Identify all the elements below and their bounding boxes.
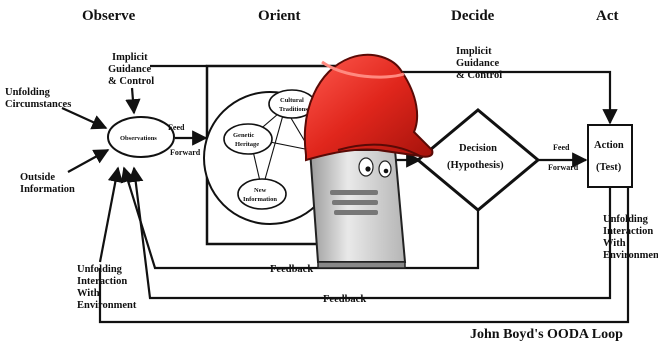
observations-label: Observations: [120, 135, 157, 142]
svg-text:With: With: [77, 288, 100, 299]
svg-text:Environment: Environment: [603, 250, 658, 261]
diagram-caption: John Boyd's OODA Loop: [470, 327, 623, 342]
server-helmet-clipart: [303, 53, 434, 269]
svg-text:Guidance: Guidance: [456, 58, 500, 69]
svg-text:New: New: [254, 187, 267, 194]
observations-node: [107, 116, 175, 158]
svg-text:& Control: & Control: [108, 76, 154, 87]
svg-text:Unfolding: Unfolding: [603, 214, 649, 225]
observe-unfolding-interaction-label: Unfolding Interaction With Environment: [77, 264, 137, 311]
genetic-heritage-node: [223, 123, 273, 155]
new-information-node: [237, 178, 287, 210]
phase-observe: Observe: [82, 8, 136, 24]
unfolding-circumstances-label: Unfolding Circumstances: [5, 87, 71, 110]
svg-text:Implicit: Implicit: [456, 46, 492, 57]
feed-label-1: Feed: [168, 123, 185, 132]
helmet-icon: [303, 53, 434, 162]
svg-text:Unfolding: Unfolding: [77, 264, 123, 275]
svg-text:Unfolding: Unfolding: [5, 87, 51, 98]
svg-text:Guidance: Guidance: [108, 64, 152, 75]
test-label: (Test): [596, 162, 622, 173]
decide-implicit-guidance-label: Implicit Guidance & Control: [456, 46, 502, 81]
svg-text:Information: Information: [243, 196, 277, 203]
orient-network: Cultural Traditions Genetic Heritage New…: [223, 89, 316, 210]
outside-information-label: Outside Information: [20, 172, 75, 195]
action-label: Action: [594, 140, 624, 151]
svg-text:Environment: Environment: [77, 300, 137, 311]
act-unfolding-interaction-label: Unfolding Interaction With Environment: [603, 214, 658, 261]
svg-text:Interaction: Interaction: [77, 276, 127, 287]
svg-text:Traditions: Traditions: [279, 106, 308, 113]
svg-text:Cultural: Cultural: [280, 97, 304, 104]
phase-act: Act: [596, 8, 619, 24]
eye-left-icon: [358, 157, 374, 177]
svg-text:Circumstances: Circumstances: [5, 99, 71, 110]
feed-label-2: Feed: [553, 143, 570, 152]
forward-label-2: Forward: [548, 163, 579, 172]
observe-implicit-guidance-label: Implicit Guidance & Control: [108, 52, 154, 87]
phase-orient: Orient: [258, 8, 301, 24]
svg-text:With: With: [603, 238, 626, 249]
decision-label: Decision: [459, 143, 497, 154]
svg-text:Implicit: Implicit: [112, 52, 148, 63]
svg-text:Heritage: Heritage: [235, 141, 259, 148]
phase-decide: Decide: [451, 8, 495, 24]
svg-text:& Control: & Control: [456, 70, 502, 81]
svg-text:Outside: Outside: [20, 172, 55, 183]
action-node: [587, 124, 633, 188]
feedback-label-2: Feedback: [323, 294, 366, 305]
forward-label-1: Forward: [170, 148, 201, 157]
hypothesis-label: (Hypothesis): [447, 160, 504, 171]
feedback-label-1: Feedback: [270, 264, 313, 275]
svg-text:Information: Information: [20, 184, 75, 195]
svg-text:Genetic: Genetic: [233, 132, 254, 139]
